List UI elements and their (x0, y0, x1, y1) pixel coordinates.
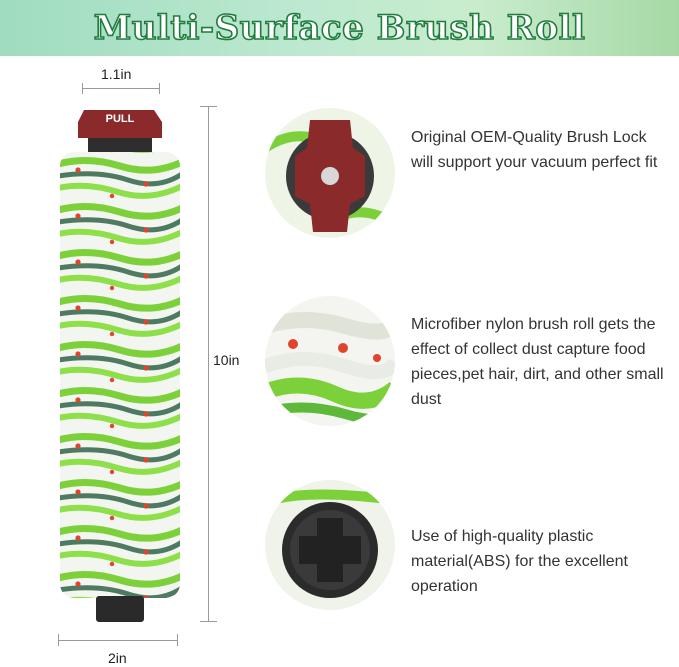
length-tick-bottom (200, 621, 217, 622)
bottom-width-label: 2in (108, 650, 127, 666)
feature-text-abs: Use of high-quality plastic material(ABS… (411, 528, 628, 595)
feature-text-microfiber: Microfiber nylon brush roll gets the eff… (411, 316, 664, 408)
page-title: Multi-Surface Brush Roll (93, 7, 586, 49)
bottom-width-tick-left (58, 634, 59, 646)
bottom-end-cap (96, 596, 144, 622)
title-banner (0, 0, 679, 56)
top-width-tick-left (82, 83, 83, 94)
feature-text-brush-lock: Original OEM-Quality Brush Lock will sup… (411, 129, 658, 171)
length-line (208, 106, 209, 622)
bottom-width-tick-right (177, 634, 178, 646)
top-width-tick-right (159, 83, 160, 94)
brush-lock-icon (265, 108, 395, 238)
bottom-width-line (58, 640, 178, 641)
bristle-body (60, 152, 180, 598)
length-tick-top (200, 106, 217, 107)
pull-cap-label: PULL (106, 113, 135, 125)
length-label: 10in (213, 352, 240, 368)
top-width-line (82, 88, 160, 89)
top-width-label: 1.1in (101, 66, 132, 82)
abs-end-cap-icon (265, 480, 395, 610)
microfiber-closeup-icon (265, 296, 395, 426)
pull-cap (78, 110, 162, 138)
brush-roll-illustration: PULL (60, 110, 180, 622)
